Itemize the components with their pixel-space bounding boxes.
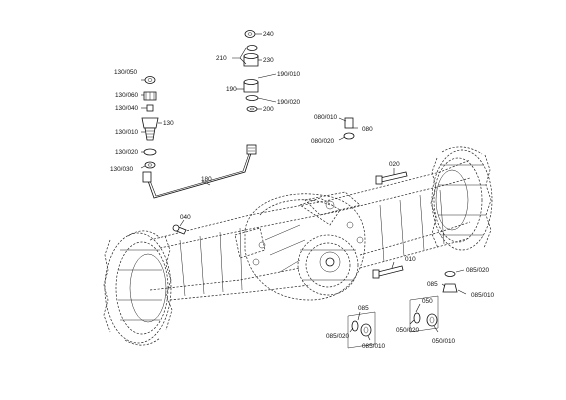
callout-230: 230	[263, 57, 274, 64]
parts-085-left	[347, 311, 376, 349]
callout-240: 240	[263, 31, 274, 38]
callout-085-010-left: 085/010	[362, 343, 386, 350]
callout-050-010: 050/010	[432, 338, 456, 345]
tube-180	[142, 144, 257, 199]
callout-130-020: 130/020	[115, 149, 139, 156]
callout-130-060: 130/060	[115, 92, 139, 99]
callout-200: 200	[263, 106, 274, 113]
callout-080: 080	[362, 126, 373, 133]
callout-210: 210	[216, 55, 227, 62]
parts-085-right	[442, 271, 458, 293]
callout-labels: 240 210 230 190/010 190 190/020 200 130/…	[110, 31, 495, 350]
callout-085-left: 085	[358, 305, 369, 312]
parts-050	[409, 295, 439, 333]
callout-040: 040	[180, 214, 191, 221]
callout-130-050: 130/050	[114, 69, 138, 76]
callout-180: 180	[201, 176, 212, 183]
fitting-040	[172, 224, 187, 235]
leader-lines	[140, 33, 467, 341]
callout-130-010: 130/010	[115, 129, 139, 136]
callout-050: 050	[422, 298, 433, 305]
parts-080	[343, 117, 355, 140]
callout-010: 010	[405, 256, 416, 263]
callout-085-010-right: 085/010	[471, 292, 495, 299]
left-wheel-hub	[103, 230, 173, 346]
callout-085-020-right: 085/020	[466, 267, 490, 274]
callout-130: 130	[163, 120, 174, 127]
callout-190: 190	[226, 86, 237, 93]
bolt-010	[372, 265, 404, 279]
axle-housing	[149, 159, 471, 301]
parts-190-210-stack	[243, 30, 259, 112]
callout-190-010: 190/010	[277, 71, 301, 78]
callout-050-020: 050/020	[396, 327, 420, 334]
callout-130-040: 130/040	[115, 105, 139, 112]
bolt-020	[375, 171, 408, 185]
callout-080-010: 080/010	[314, 114, 338, 121]
callout-130-030: 130/030	[110, 166, 134, 173]
callout-080-020: 080/020	[311, 138, 335, 145]
parts-130-stack	[141, 76, 159, 169]
callout-020: 020	[389, 161, 400, 168]
callout-085-right: 085	[427, 281, 438, 288]
callout-190-020: 190/020	[277, 99, 301, 106]
callout-085-020-left: 085/020	[326, 333, 350, 340]
right-wheel-hub	[430, 146, 493, 251]
